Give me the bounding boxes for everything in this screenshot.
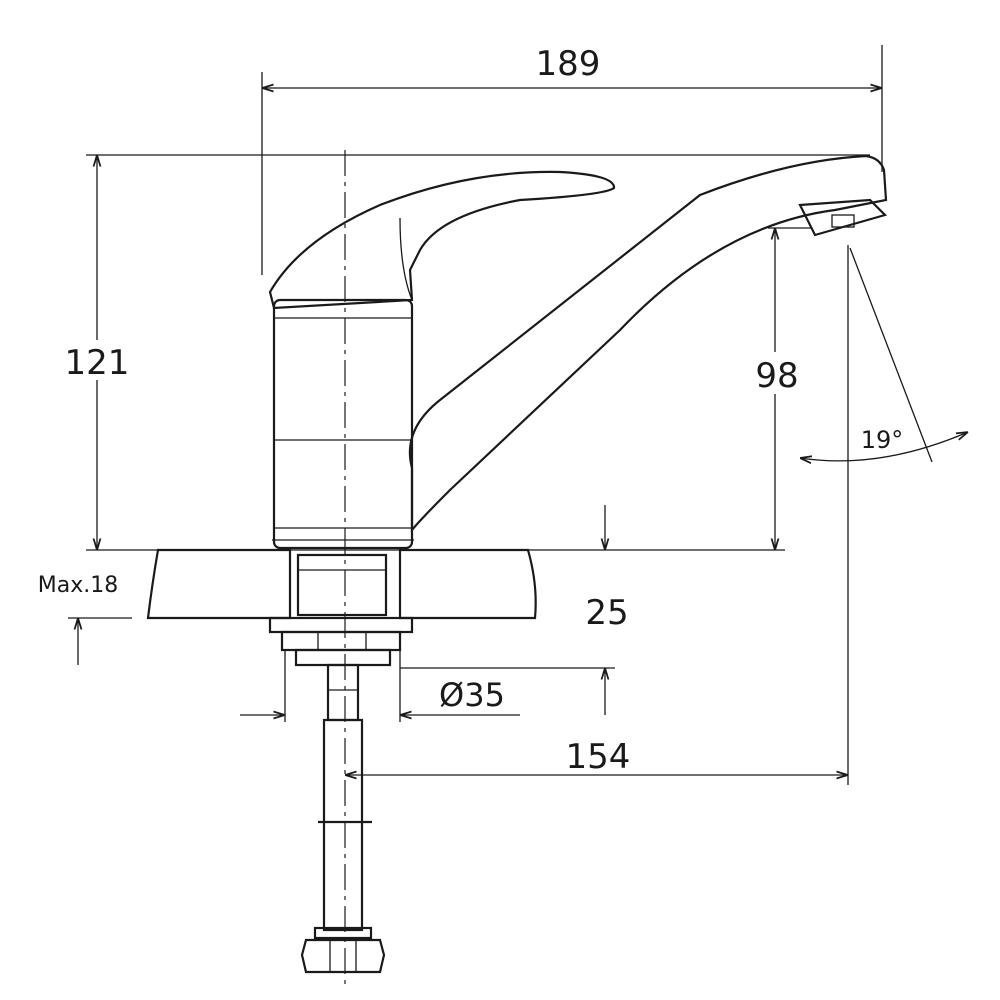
dimension-spout-reach: 154	[345, 245, 849, 785]
fixing-nut	[268, 616, 414, 667]
lever-handle	[268, 170, 616, 310]
label-max-18: Max.18	[38, 573, 118, 598]
dimension-spout-height: 98	[740, 227, 812, 550]
dimension-max-thickness: Max.18	[38, 573, 132, 665]
label-25: 25	[585, 593, 628, 633]
dimension-overall-height: 121	[60, 154, 870, 550]
label-diameter-35: Ø35	[439, 676, 505, 714]
aerator	[798, 198, 888, 237]
countertop-section	[146, 548, 537, 620]
faucet-body	[272, 154, 888, 550]
dimension-overall-length: 189	[261, 44, 883, 275]
dimension-swivel-angle: 19°	[800, 247, 968, 462]
label-154: 154	[566, 737, 631, 777]
label-121: 121	[65, 343, 130, 383]
flexible-hose	[300, 663, 386, 974]
dimension-shank-length: 25	[400, 505, 629, 715]
dimension-hole-diameter: Ø35	[240, 650, 520, 722]
label-19-degrees: 19°	[861, 426, 904, 454]
label-189: 189	[536, 44, 601, 84]
label-98: 98	[755, 356, 798, 396]
